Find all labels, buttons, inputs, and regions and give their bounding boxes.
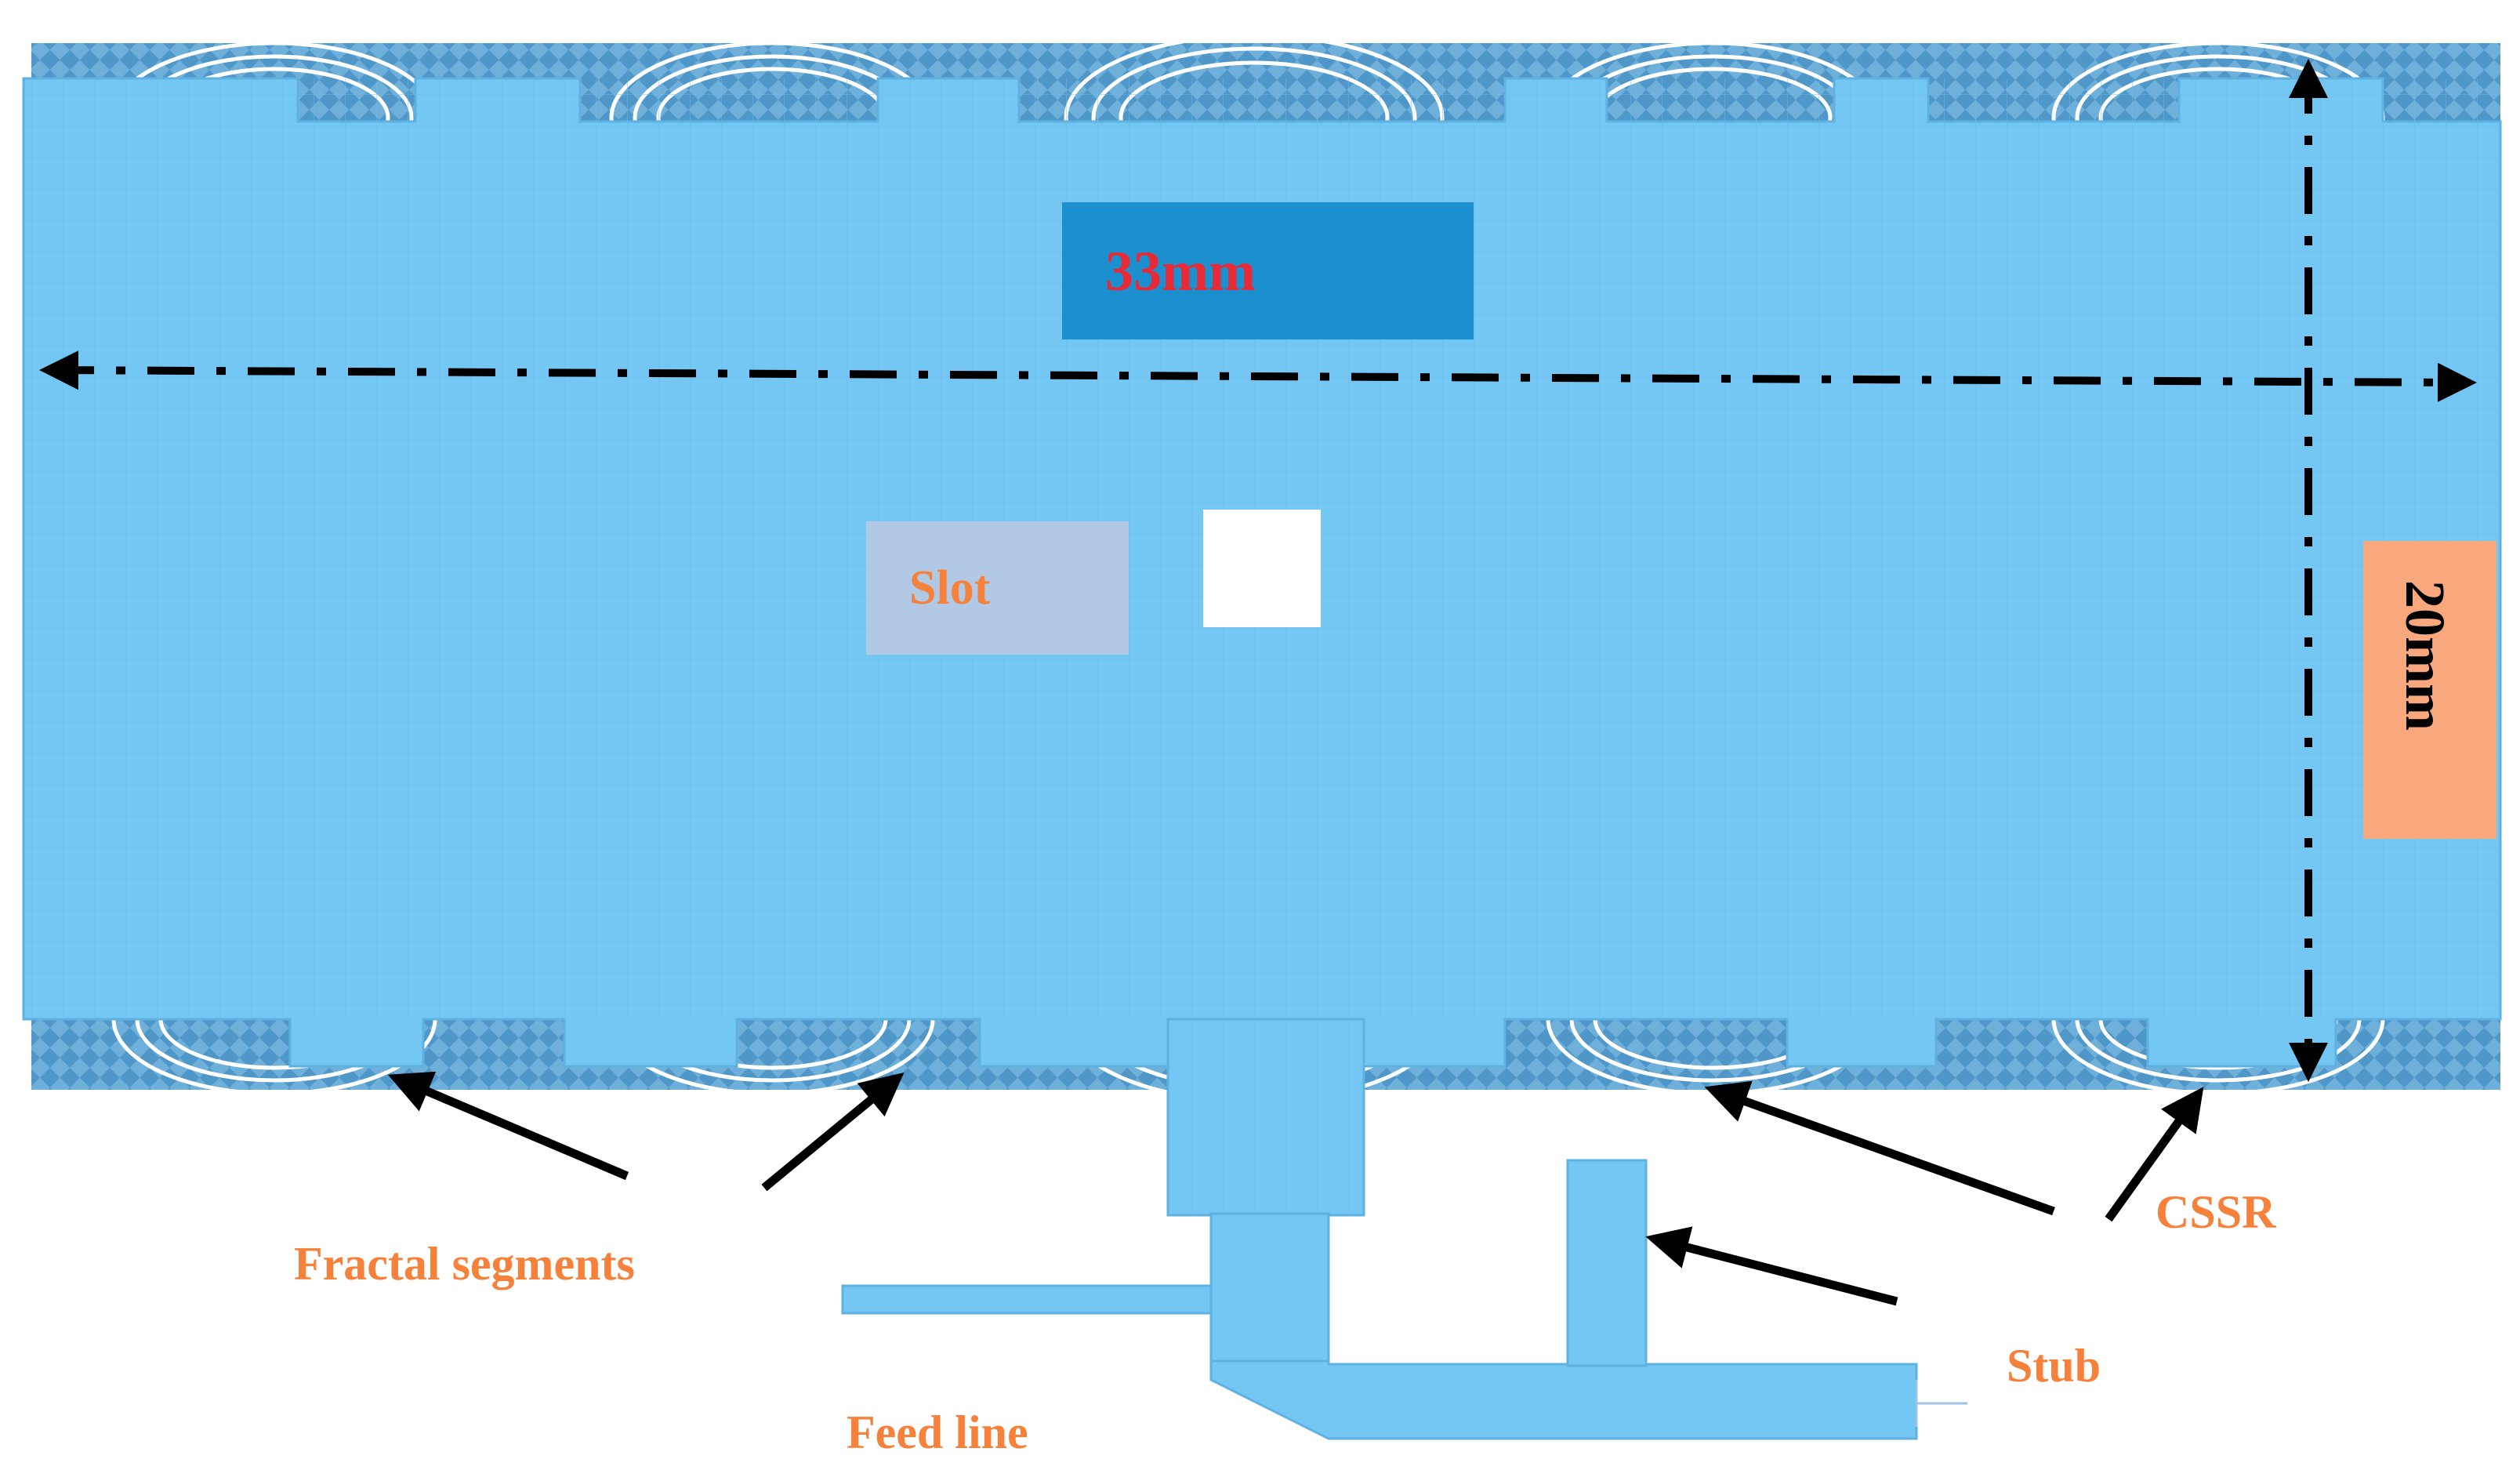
feed-port-icon	[1915, 1380, 1967, 1427]
arrow-fractal-2	[761, 1073, 905, 1192]
height-label-box	[2363, 541, 2496, 839]
stub	[1566, 1159, 1648, 1367]
width-label-box	[1062, 202, 1474, 339]
arrow-cssr-1	[1704, 1080, 2055, 1216]
arrow-fractal-1	[387, 1071, 629, 1181]
dimension-lines	[39, 59, 2477, 1082]
feed-grid	[1168, 1019, 1364, 1215]
cssr-label: CSSR	[2156, 1186, 2276, 1238]
stub-label: Stub	[2007, 1340, 2101, 1392]
slot	[1203, 510, 1321, 627]
fractal-segments-label: Fractal segments	[294, 1238, 635, 1290]
width-dimension-label: 33mm	[1105, 240, 1256, 303]
arrow-stub	[1645, 1226, 1898, 1306]
feed-line-label: Feed line	[847, 1406, 1028, 1458]
slot-label: Slot	[909, 561, 991, 615]
width-dimension-line	[39, 350, 2477, 402]
slot-label-box	[866, 521, 1129, 655]
pointer-arrows	[387, 1071, 2204, 1306]
arrow-cssr-2	[2105, 1087, 2204, 1222]
height-dimension-label: 20mm	[2394, 580, 2457, 731]
